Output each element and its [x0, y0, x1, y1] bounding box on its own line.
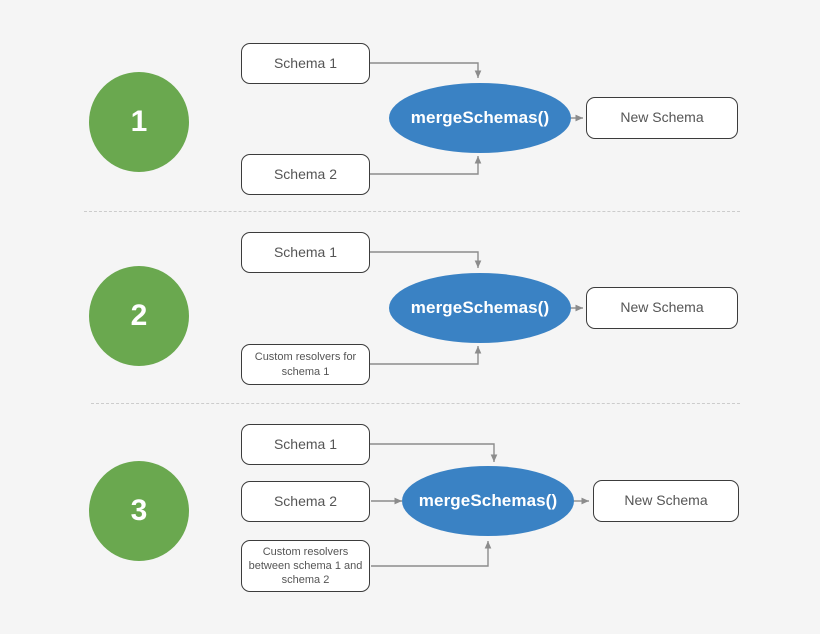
section-divider-1	[84, 211, 740, 212]
node-merge-schemas[interactable]: mergeSchemas()	[389, 83, 571, 153]
node-schema-2[interactable]: Schema 2	[241, 154, 370, 195]
node-custom-resolvers[interactable]: Custom resolvers between schema 1 and sc…	[241, 540, 370, 592]
connector-s1-schema2	[370, 156, 482, 175]
node-new-schema[interactable]: New Schema	[586, 287, 738, 329]
node-schema-1[interactable]: Schema 1	[241, 43, 370, 84]
connector-s2-resolvers	[370, 346, 482, 365]
node-schema-2[interactable]: Schema 2	[241, 481, 370, 522]
connector-s1-schema1	[370, 62, 482, 78]
step-number-label: 2	[130, 299, 148, 332]
node-schema-1[interactable]: Schema 1	[241, 424, 370, 465]
connector-s3-resolvers	[371, 541, 492, 567]
node-schema-1[interactable]: Schema 1	[241, 232, 370, 273]
section-divider-2	[91, 403, 740, 404]
step-number-label: 1	[130, 105, 148, 138]
connector-s2-schema1	[370, 251, 482, 268]
step-number-label: 3	[130, 494, 148, 527]
node-merge-schemas[interactable]: mergeSchemas()	[402, 466, 574, 536]
step-circle-1: 1	[89, 72, 189, 172]
step-circle-3: 3	[89, 461, 189, 561]
step-circle-2: 2	[89, 266, 189, 366]
node-new-schema[interactable]: New Schema	[593, 480, 739, 522]
node-custom-resolvers[interactable]: Custom resolvers for schema 1	[241, 344, 370, 385]
node-merge-schemas[interactable]: mergeSchemas()	[389, 273, 571, 343]
connector-s3-schema1	[370, 443, 498, 462]
node-new-schema[interactable]: New Schema	[586, 97, 738, 139]
